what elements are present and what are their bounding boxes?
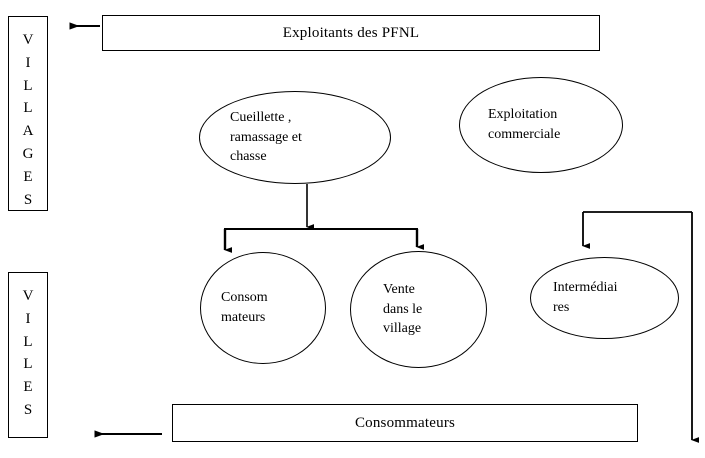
letter: L <box>23 356 33 373</box>
node-label-line: dans le <box>383 301 423 317</box>
node-label-line: res <box>553 300 570 315</box>
side-bar-villages-letters: V I L L A G E S <box>23 29 34 211</box>
node-label: Consom mateurs <box>201 288 268 328</box>
node-cueillette-ramassage-chasse: Cueillette , ramassage et chasse <box>199 91 391 184</box>
node-label-line: Intermédiai <box>553 280 618 296</box>
node-label-line: ramassage et <box>230 129 302 145</box>
node-exploitation-commerciale: Exploitation commerciale <box>459 77 623 173</box>
letter: G <box>22 145 34 162</box>
node-label-line: commerciale <box>488 127 561 142</box>
node-intermediaires: Intermédiai res <box>530 257 679 339</box>
node-label: Cueillette , ramassage et chasse <box>200 108 302 168</box>
letter: E <box>23 379 33 396</box>
connector-split-bar <box>223 228 425 253</box>
node-consommateurs-ellipse: Consom mateurs <box>200 252 326 364</box>
node-consommateurs-bottom: Consommateurs <box>172 404 638 442</box>
letter: L <box>23 100 33 117</box>
node-exploitants-des-pfnl: Exploitants des PFNL <box>102 15 600 51</box>
side-bar-villes: V I L L E S <box>8 272 48 438</box>
node-label: Intermédiai res <box>531 278 618 318</box>
letter: V <box>22 32 34 48</box>
letter: I <box>25 310 31 327</box>
node-label-line: Exploitation <box>488 107 558 123</box>
side-bar-villes-letters: V I L L E S <box>23 285 34 422</box>
node-label-line: Consom <box>221 290 268 306</box>
letter: S <box>23 401 33 418</box>
node-label-line: village <box>383 321 422 337</box>
node-label: Exploitants des PFNL <box>282 24 420 41</box>
letter: L <box>23 333 33 350</box>
letter: S <box>23 191 33 208</box>
letter: A <box>22 123 34 140</box>
letter: E <box>23 168 33 185</box>
side-bar-villages: V I L L A G E S <box>8 16 48 211</box>
node-label-line: Vente <box>383 281 415 297</box>
letter: I <box>25 54 31 71</box>
letter: V <box>22 288 34 304</box>
node-label: Exploitation commerciale <box>460 105 560 145</box>
connector-loop-to-intermediaires <box>582 211 692 249</box>
node-label: Consommateurs <box>354 414 456 431</box>
node-vente-dans-le-village: Vente dans le village <box>350 251 487 368</box>
node-label-line: chasse <box>230 149 267 165</box>
node-label-line: Cueillette , <box>230 109 292 125</box>
node-label-line: mateurs <box>221 310 266 325</box>
node-label: Vente dans le village <box>351 280 422 340</box>
letter: L <box>23 77 33 94</box>
